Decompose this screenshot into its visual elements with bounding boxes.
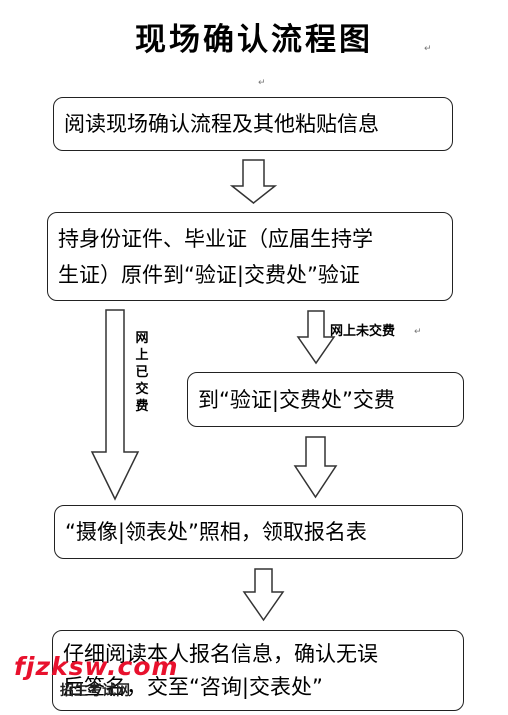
step-verify-documents: 持身份证件、毕业证（应届生持学 生证）原件到“验证|交费处”验证 (47, 212, 453, 301)
down-arrow-icon (90, 309, 140, 501)
watermark-subtitle: 招生考试网 (60, 683, 130, 699)
branch-label-not-paid: 网上未交费 (330, 324, 396, 339)
paragraph-mark-icon: ↵ (424, 44, 432, 54)
down-arrow-icon (296, 310, 336, 365)
page-title: 现场确认流程图 (135, 22, 373, 58)
step-photo-form: “摄像|领表处”照相，领取报名表 (54, 505, 463, 559)
step-text: “摄像|领表处”照相，领取报名表 (65, 520, 367, 544)
down-arrow-icon (242, 568, 285, 622)
step-text: 到“验证|交费处”交费 (198, 387, 395, 412)
step-read-process: 阅读现场确认流程及其他粘贴信息 (53, 97, 453, 151)
step-text-line: 持身份证件、毕业证（应届生持学 (58, 226, 373, 251)
paragraph-mark-icon: ↵ (258, 78, 266, 88)
step-text-line: 后签名，交至“咨询|交表处” (63, 674, 323, 699)
branch-label-paid: 网上已交费 (135, 331, 149, 414)
step-text-line: 生证）原件到“验证|交费处”验证 (58, 262, 360, 287)
step-pay-fee: 到“验证|交费处”交费 (187, 372, 464, 427)
step-text-line: 仔细阅读本人报名信息，确认无误 (63, 641, 378, 666)
down-arrow-icon (293, 436, 338, 499)
paragraph-mark-icon: ↵ (414, 327, 422, 337)
down-arrow-icon (229, 159, 278, 204)
step-confirm-submit: 仔细阅读本人报名信息，确认无误 后签名，交至“咨询|交表处” (52, 630, 464, 711)
watermark-logo: fjzksw.com (14, 652, 179, 681)
step-text: 阅读现场确认流程及其他粘贴信息 (64, 112, 379, 136)
